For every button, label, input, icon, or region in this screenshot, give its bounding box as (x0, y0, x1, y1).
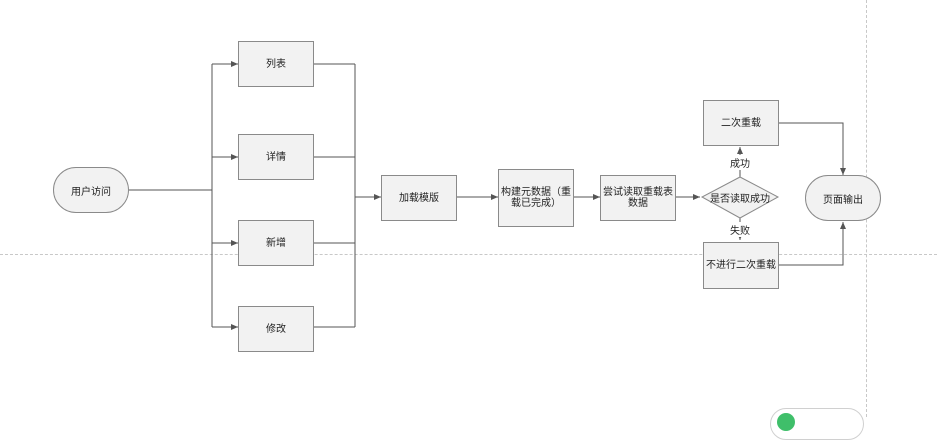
node-add-label: 新增 (266, 237, 286, 249)
node-try-reload: 尝试读取重载表数据 (600, 175, 676, 221)
node-no-reload-label: 不进行二次重载 (706, 260, 776, 271)
node-load-template-label: 加载模版 (399, 192, 439, 204)
node-start-label: 用户访问 (71, 186, 111, 198)
node-detail: 详情 (238, 134, 314, 180)
node-decision-label: 是否读取成功 (710, 193, 770, 205)
edge-label-success: 成功 (729, 155, 751, 170)
node-output-label: 页面输出 (823, 194, 863, 206)
node-edit: 修改 (238, 306, 314, 352)
node-no-reload: 不进行二次重载 (703, 242, 779, 289)
floating-widget[interactable] (770, 408, 864, 440)
edge-label-fail: 失败 (729, 222, 751, 237)
flowchart-connectors (128, 61, 846, 330)
guide-line-horizontal (0, 254, 937, 255)
node-add: 新增 (238, 220, 314, 266)
node-load-template: 加载模版 (381, 175, 457, 221)
node-list-label: 列表 (266, 58, 286, 70)
decision-diamond (700, 176, 780, 219)
node-try-reload-label: 尝试读取重载表数据 (603, 187, 673, 209)
edge-reload-to-output (778, 122, 846, 175)
node-output: 页面输出 (805, 175, 881, 221)
edge-noreload-to-output (778, 222, 846, 266)
node-reload-twice: 二次重载 (703, 100, 779, 146)
node-build-meta: 构建元数据（重载已完成） (498, 169, 574, 227)
node-list: 列表 (238, 41, 314, 87)
widget-status-icon (777, 413, 795, 431)
node-start: 用户访问 (53, 167, 129, 213)
node-reload-twice-label: 二次重载 (721, 117, 761, 129)
node-edit-label: 修改 (266, 323, 286, 335)
node-decision: 是否读取成功 (702, 186, 778, 208)
node-detail-label: 详情 (266, 151, 286, 163)
node-build-meta-label: 构建元数据（重载已完成） (501, 187, 571, 209)
